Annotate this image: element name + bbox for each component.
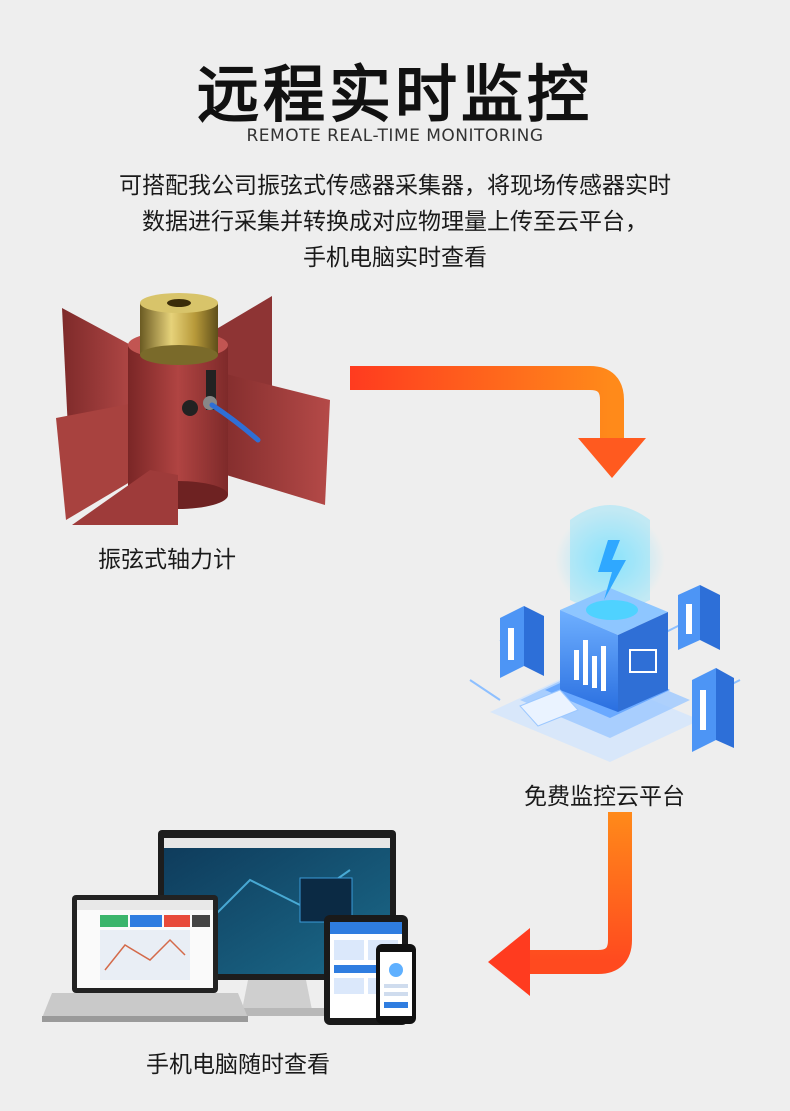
page-subtitle: REMOTE REAL-TIME MONITORING: [246, 126, 544, 146]
description: 可搭配我公司振弦式传感器采集器，将现场传感器实时 数据进行采集并转换成对应物理量…: [0, 168, 790, 276]
sensor-brass-cap: [140, 293, 218, 365]
devices-illustration: [42, 830, 416, 1025]
description-line-2: 数据进行采集并转换成对应物理量上传至云平台，: [142, 209, 648, 235]
devices-caption: 手机电脑随时查看: [146, 1052, 330, 1078]
sensor-caption: 振弦式轴力计: [98, 547, 236, 573]
description-line-3: 手机电脑实时查看: [303, 245, 487, 271]
sensor-cable: [182, 370, 261, 443]
flow-arrow-sensor-to-cloud: [350, 366, 646, 478]
flow-arrow-cloud-to-devices: [488, 812, 632, 996]
cloud-platform-illustration: [469, 505, 741, 762]
description-line-1: 可搭配我公司振弦式传感器采集器，将现场传感器实时: [119, 173, 671, 199]
cloud-caption: 免费监控云平台: [524, 784, 685, 810]
page-title: 远程实时监控: [196, 58, 593, 131]
